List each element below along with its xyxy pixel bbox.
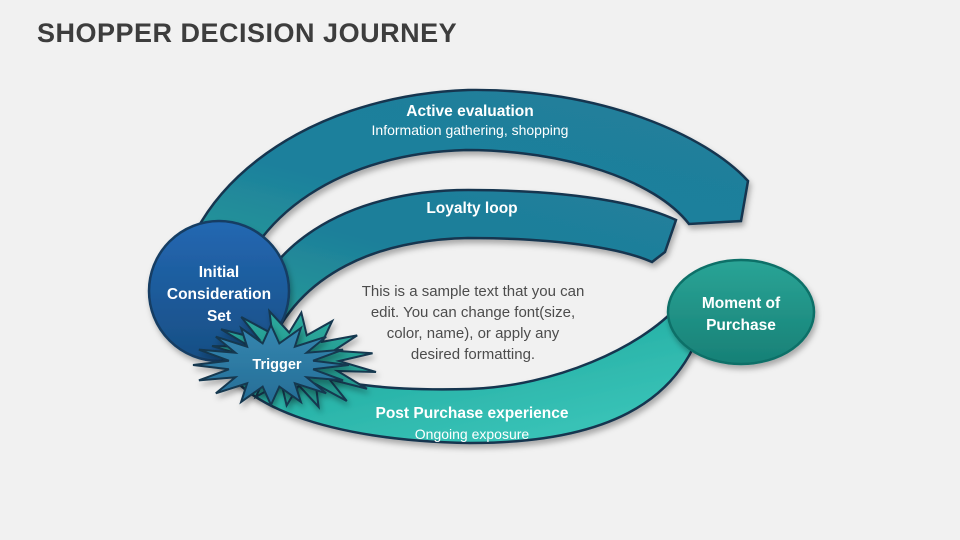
active-evaluation-label: Active evaluation xyxy=(406,103,534,120)
loyalty-loop-arc xyxy=(243,188,678,352)
active-evaluation-sublabel: Information gathering, shopping xyxy=(372,122,569,138)
post-purchase-label: Post Purchase experience xyxy=(376,405,569,422)
page-title: SHOPPER DECISION JOURNEY xyxy=(37,18,458,48)
moment-of-purchase-line-2: Purchase xyxy=(706,317,776,334)
moment-of-purchase-ellipse xyxy=(666,258,816,366)
trigger-burst-front xyxy=(193,325,349,405)
center-note-line-1: This is a sample text that you can xyxy=(362,283,585,300)
loyalty-loop-label: Loyalty loop xyxy=(426,200,517,217)
active-evaluation-arc xyxy=(173,88,750,320)
center-note-line-3: color, name), or apply any xyxy=(387,325,560,342)
initial-consideration-line-1: Initial xyxy=(199,264,239,281)
post-purchase-sublabel: Ongoing exposure xyxy=(415,426,530,442)
center-note-line-4: desired formatting. xyxy=(411,346,535,363)
trigger-label: Trigger xyxy=(252,357,302,373)
initial-consideration-line-3: Set xyxy=(207,308,231,325)
initial-consideration-line-2: Consideration xyxy=(167,286,271,303)
moment-of-purchase-line-1: Moment of xyxy=(702,295,781,312)
center-note-line-2: edit. You can change font(size, xyxy=(371,304,575,321)
